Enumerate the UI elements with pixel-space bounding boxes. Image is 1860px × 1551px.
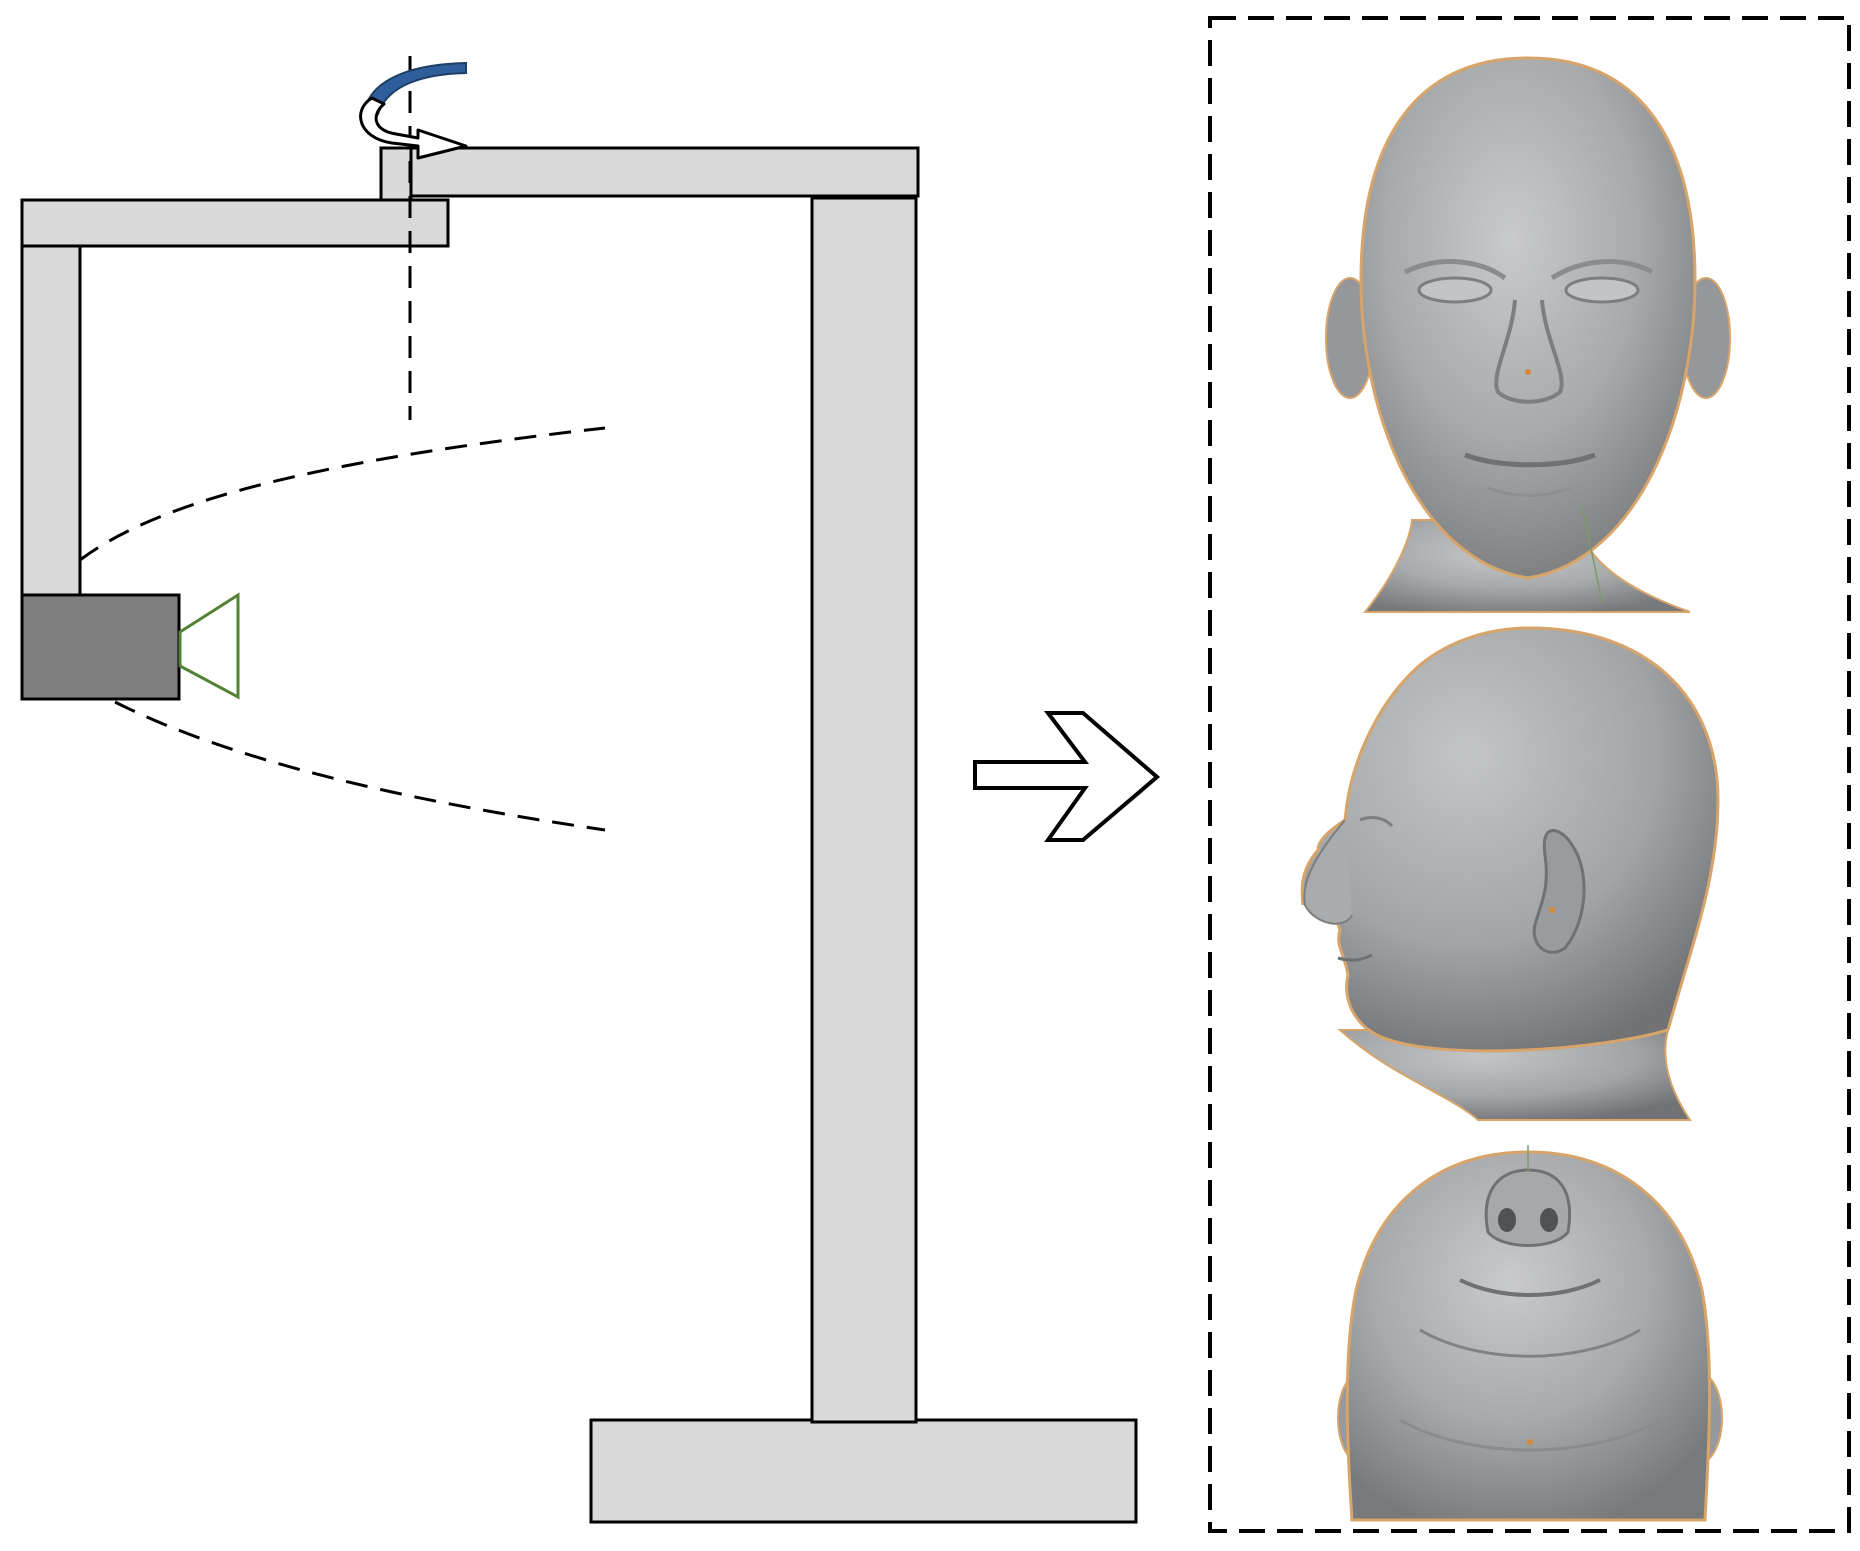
top-beam — [408, 146, 920, 198]
base-plate — [589, 1418, 1138, 1524]
result-frame — [1208, 16, 1851, 1533]
camera-lens — [178, 592, 240, 700]
front-view — [1325, 56, 1731, 613]
bottom-view — [1337, 1145, 1723, 1522]
rotation-shaft — [379, 146, 413, 202]
right-arrow-icon — [973, 711, 1161, 842]
field-of-view-lower — [114, 700, 606, 832]
vertical-column — [810, 196, 918, 1424]
field-of-view-upper — [79, 426, 606, 562]
camera-icon — [20, 592, 240, 701]
camera-body — [20, 593, 181, 701]
rotating-arm — [20, 198, 450, 248]
rig-structure — [20, 146, 1138, 1524]
curved-rotation-arrow-icon — [359, 61, 468, 160]
side-view — [1300, 626, 1720, 1121]
hanging-arm — [20, 244, 82, 597]
